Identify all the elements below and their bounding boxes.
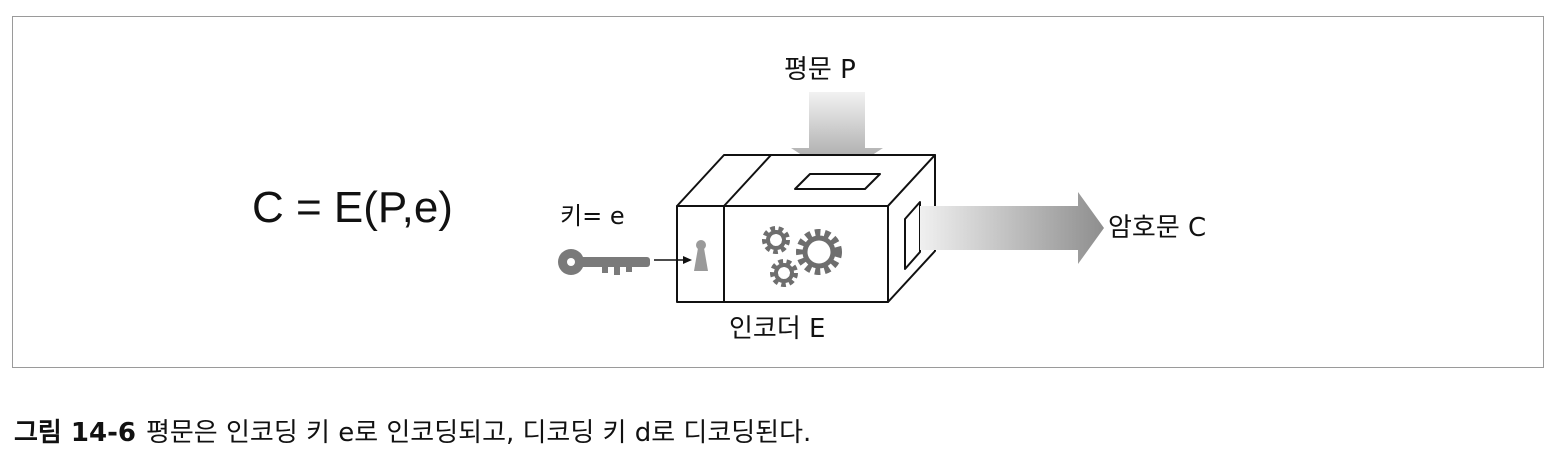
encoder-label: 인코더 E: [729, 314, 825, 344]
caption-label: 그림 14-6: [14, 418, 136, 448]
key-label: 키= e: [560, 202, 625, 230]
figure-caption: 그림 14-6 평문은 인코딩 키 e로 인코딩되고, 디코딩 키 d로 디코딩된…: [14, 412, 811, 449]
ciphertext-label: 암호문 C: [1108, 213, 1206, 243]
keyhole-icon: [694, 240, 708, 271]
encryption-diagram: C = E(P,e) 평문 P 암호문 C 키= e: [252, 55, 1206, 344]
formula: C = E(P,e): [252, 183, 453, 232]
ciphertext-arrow: [920, 192, 1104, 264]
caption-text: 평문은 인코딩 키 e로 인코딩되고, 디코딩 키 d로 디코딩된다.: [145, 418, 812, 448]
key-insert-arrow: [654, 256, 692, 264]
figure-frame: [12, 16, 1544, 368]
gear-icon: [762, 226, 842, 287]
key-icon: [558, 249, 650, 275]
encoder-box: [676, 154, 936, 303]
plaintext-label: 평문 P: [784, 55, 856, 85]
